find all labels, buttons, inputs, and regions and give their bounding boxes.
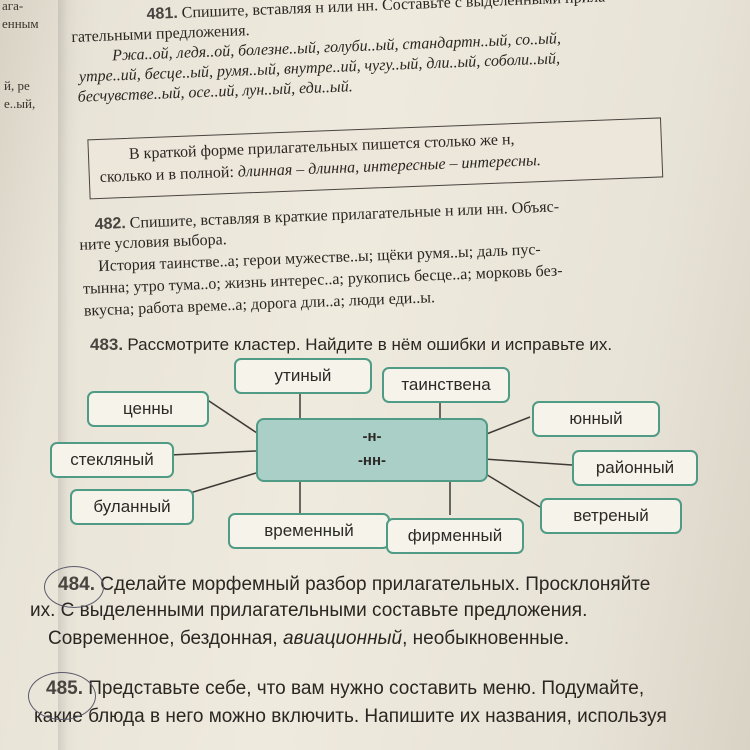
exercise-484-line-2: их. С выделенными прилагательными состав… [30,600,588,621]
exercise-482-line: ните условия выбора. [79,231,227,254]
exercise-481-heading: 481. Спишите, вставляя н или нн. Составь… [146,0,611,25]
upper-exercises: 481. Спишите, вставляя н или нн. Составь… [70,0,750,330]
left-page-line: й, ре [4,78,30,93]
rule-box: В краткой форме прилагательных пишется с… [87,117,664,200]
left-page-line: ага- [2,0,24,13]
cluster-word-vetreny: ветреный [540,498,682,534]
book-spine-shadow [58,0,78,750]
exercise-482-task: Спишите, вставляя в краткие прилагательн… [129,198,560,232]
cluster-center-double-n: -нн- [357,452,387,469]
cluster-word-bulanny: буланный [70,489,194,525]
exercise-481-number: 481. [146,4,179,24]
exercise-485-heading: 485. Представьте себе, что вам нужно сос… [46,676,644,702]
exercise-481-task: Спишите, вставляя н или нн. Составьте с … [181,0,611,22]
pencil-circle-mark [44,566,104,608]
cluster-center: -н- -нн- [256,418,488,482]
rule-line-2-prefix: сколько и в полной: [99,163,239,186]
cluster-center-single-n: -н- [362,428,382,445]
exercise-484-line-1: Сделайте морфемный разбор прилагательных… [100,574,651,595]
left-page-line: е..ый, [4,96,36,111]
cluster-word-steklyany: стекляный [50,442,174,478]
connector-line [483,458,573,466]
left-page-fragment: ага- енным й, ре е..ый, [0,0,62,140]
cluster-word-firmenny: фирменный [386,518,524,554]
cluster-word-tsenny: ценны [87,391,209,427]
exercise-485-line-1: Представьте себе, что вам нужно составит… [88,678,645,699]
exercise-484-words-a: Современное, бездонная, [48,628,283,649]
exercise-482-heading: 482. Спишите, вставляя в краткие прилага… [94,197,559,235]
cluster-word-yuny: юнный [532,401,660,437]
connector-line [169,450,257,456]
exercise-485-line-2: какие блюда в него можно включить. Напиш… [34,706,667,727]
exercise-483-number: 483. [90,335,124,354]
exercise-484-words: Современное, бездонная, авиационный, нео… [48,626,569,652]
left-page-line: енным [2,16,39,31]
pencil-circle-mark [28,672,96,720]
exercise-484-words-italic: авиационный [283,628,403,649]
exercise-482-number: 482. [94,215,127,234]
cluster-word-vremenny: временный [228,513,390,549]
connector-line [483,416,531,436]
cluster-word-utiny: утиный [234,358,372,394]
connector-line [483,472,541,508]
exercise-484-words-b: , необыкновенные. [402,628,570,649]
exercise-484-heading: 484. Сделайте морфемный разбор прилагате… [58,572,650,598]
cluster-word-rayonny: районный [572,450,698,486]
cluster-connectors [169,391,573,515]
connector-line [199,394,261,436]
cluster-word-tainstvena: таинствена [382,367,510,403]
exercise-483-heading: 483. Рассмотрите кластер. Найдите в нём … [90,335,612,355]
exercise-483-task: Рассмотрите кластер. Найдите в нём ошибк… [127,335,613,354]
connector-line [189,472,257,494]
cluster-diagram: -н- -нн- утиный таинствена ценны юнный с… [0,355,750,565]
